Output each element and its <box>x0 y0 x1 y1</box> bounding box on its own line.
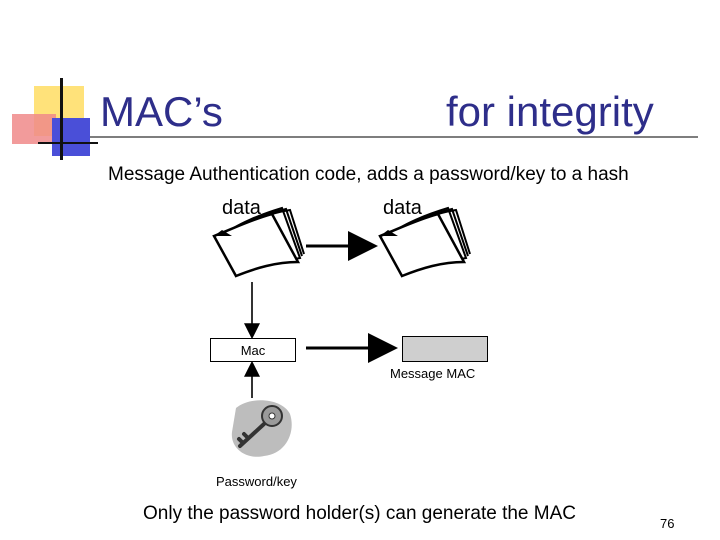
slide-logo-blue-square <box>52 118 90 156</box>
title-underline <box>90 136 698 138</box>
page-number: 76 <box>660 516 675 531</box>
password-key-label: Password/key <box>216 474 297 489</box>
slide-footer: Only the password holder(s) can generate… <box>143 503 576 524</box>
slide-subtitle: Message Authentication code, adds a pass… <box>108 164 629 185</box>
data-label-source: data <box>222 197 261 219</box>
slide-logo-red-square <box>12 114 56 144</box>
mac-box: Mac <box>210 338 296 362</box>
message-mac-label: Message MAC <box>390 366 476 381</box>
folder-icon <box>378 206 471 278</box>
message-mac-box <box>402 336 488 362</box>
data-label-destination: data <box>383 197 422 219</box>
mac-label: Mac <box>240 342 266 358</box>
slide-logo-horizontal-line <box>38 142 98 144</box>
slide-title-left: MAC’s <box>100 88 223 135</box>
folder-icon <box>212 206 305 278</box>
key-icon <box>231 400 292 457</box>
slide-logo-vertical-line <box>60 78 63 160</box>
slide-title-right: for integrity <box>446 88 654 135</box>
